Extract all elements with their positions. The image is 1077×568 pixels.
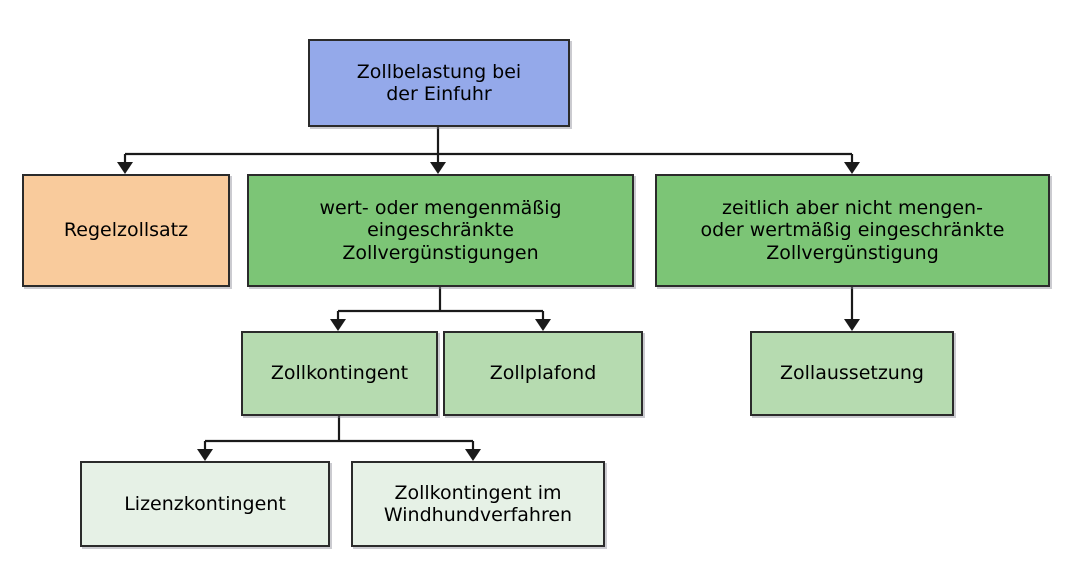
node-regelzollsatz[interactable]: Regelzollsatz — [22, 174, 230, 287]
node-zollkontingent[interactable]: Zollkontingent — [241, 331, 438, 416]
node-zollplafond[interactable]: Zollplafond — [443, 331, 643, 416]
node-zeitlich-aber-nicht-mengen-oder-wertmaessig-eingeschraenkte-zollverguenstigung[interactable]: zeitlich aber nicht mengen- oder wertmäß… — [655, 174, 1050, 287]
node-lizenzkontingent[interactable]: Lizenzkontingent — [80, 461, 330, 547]
arrowhead-zeitlich — [844, 162, 860, 174]
arrowhead-regelzollsatz — [117, 162, 133, 174]
arrowhead-zollkontingent — [330, 319, 346, 331]
node-wert-oder-mengenmaessig-eingeschraenkte-zollverguenstigungen[interactable]: wert- oder mengenmäßig eingeschränkte Zo… — [247, 174, 634, 287]
node-zollkontingent-im-windhundverfahren[interactable]: Zollkontingent im Windhundverfahren — [351, 461, 605, 547]
node-zollaussetzung[interactable]: Zollaussetzung — [750, 331, 954, 416]
arrowhead-zollaussetzung — [844, 319, 860, 331]
arrowhead-wert-mengen — [430, 162, 446, 174]
node-zollbelastung-bei-der-einfuhr[interactable]: Zollbelastung bei der Einfuhr — [308, 39, 570, 127]
arrowhead-windhund — [465, 449, 481, 461]
arrowhead-lizenzkontingent — [197, 449, 213, 461]
arrowhead-zollplafond — [535, 319, 551, 331]
